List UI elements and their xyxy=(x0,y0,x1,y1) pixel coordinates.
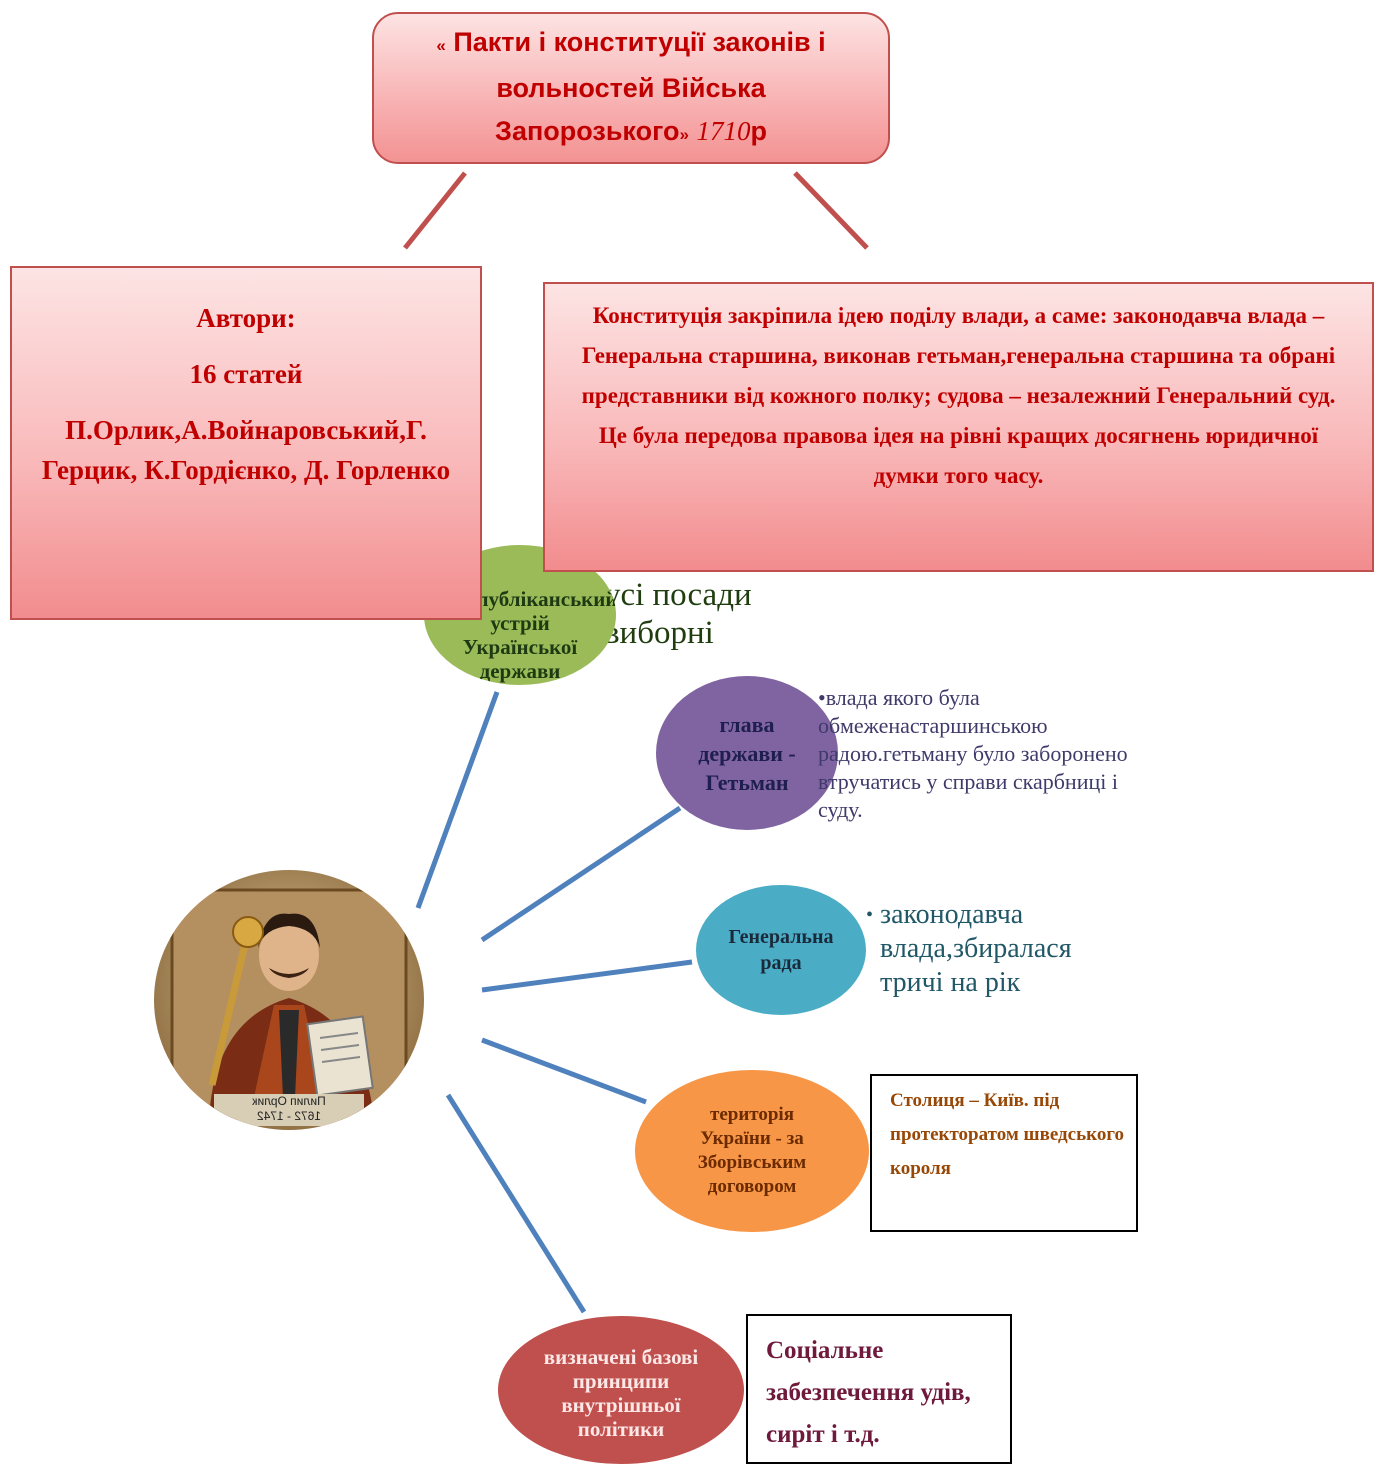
title-to-authors-line xyxy=(403,171,467,250)
node-territory: територія України - за Зборівським догов… xyxy=(635,1070,869,1232)
republic-note-text: усі посади виборні xyxy=(603,577,752,651)
territory-note-box: Столиця – Київ. під протекторатом шведсь… xyxy=(870,1074,1138,1232)
node-principles-label: визначені базові принципи внутрішньої по… xyxy=(543,1345,699,1441)
hub-to-council-line xyxy=(481,959,693,993)
constitution-box: Конституція закріпила ідею поділу влади,… xyxy=(543,282,1374,572)
node-council: Генеральна рада xyxy=(696,885,866,1015)
social-note-box: Соціальне забезпечення удів, сиріт і т.д… xyxy=(746,1314,1012,1464)
title-close-quote: » xyxy=(679,124,689,144)
node-council-label: Генеральна рада xyxy=(728,926,834,974)
node-hetman: глава держави - Гетьман xyxy=(656,676,838,830)
portrait-caption-years: 1672 - 1742 xyxy=(256,1109,322,1123)
title-to-constitution-line xyxy=(793,171,869,250)
node-principles: визначені базові принципи внутрішньої по… xyxy=(498,1316,744,1464)
hub-to-territory-line xyxy=(481,1037,647,1105)
council-note-text: законодавча влада,збиралася тричі на рік xyxy=(880,899,1072,998)
authors-names: П.Орлик,А.Войнаровський,Г. Герцик, К.Гор… xyxy=(41,415,451,485)
social-note-text: Соціальне забезпечення удів, сиріт і т.д… xyxy=(766,1337,971,1448)
council-note: • законодавча влада,збиралася тричі на р… xyxy=(866,898,1136,1000)
authors-heading: Автори: xyxy=(196,303,296,333)
constitution-text: Конституція закріпила ідею поділу влади,… xyxy=(581,303,1336,488)
hetman-note: •влада якого була обмеженастаршинською р… xyxy=(818,684,1138,824)
title-text: « Пакти і конституції законів і вольност… xyxy=(411,21,851,156)
portrait-illustration xyxy=(154,870,424,1130)
node-territory-label: територія України - за Зборівським догов… xyxy=(697,1104,807,1197)
authors-articles: 16 статей xyxy=(189,359,303,389)
hub-to-hetman-line xyxy=(480,805,682,943)
title-year-suffix: р xyxy=(750,115,767,146)
node-hetman-label: глава держави - Гетьман xyxy=(698,711,796,795)
title-main: Пакти і конституції законів і вольностей… xyxy=(453,26,826,146)
hetman-note-text: влада якого була обмеженастаршинською ра… xyxy=(818,685,1128,822)
portrait-caption: Пилип Орлик 1672 - 1742 xyxy=(216,1094,362,1124)
hub-to-republic-line xyxy=(415,691,500,909)
authors-box: Автори: 16 статей П.Орлик,А.Войнаровськи… xyxy=(10,266,482,620)
republic-note: • усі посади виборні xyxy=(588,576,804,652)
title-year: 1710 xyxy=(696,115,751,146)
hub-to-principles-line xyxy=(445,1093,587,1314)
portrait-caption-name: Пилип Орлик xyxy=(252,1094,326,1108)
bullet-icon: • xyxy=(818,685,826,710)
title-box: « Пакти і конституції законів і вольност… xyxy=(372,12,890,164)
bullet-icon: • xyxy=(866,904,874,926)
title-open-quote: « xyxy=(436,35,446,55)
territory-note-text: Столиця – Київ. під протекторатом шведсь… xyxy=(890,1090,1124,1179)
portrait-image: Пилип Орлик 1672 - 1742 xyxy=(154,870,424,1130)
